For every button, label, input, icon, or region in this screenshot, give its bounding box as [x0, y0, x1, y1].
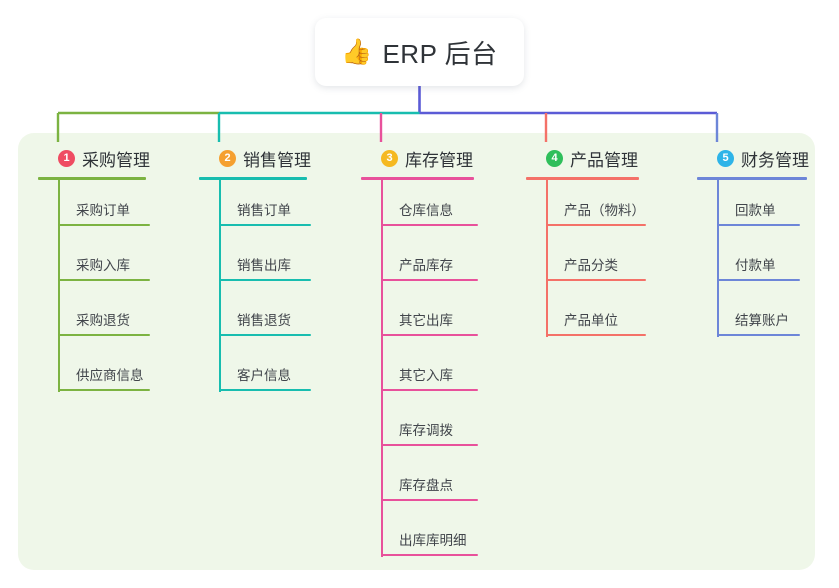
leaf-label: 付款单 [735, 258, 776, 273]
leaf-node[interactable]: 回款单 [717, 199, 800, 226]
leaf-label: 采购退货 [76, 313, 130, 328]
leaf-node[interactable]: 付款单 [717, 254, 800, 281]
leaf-label: 产品分类 [564, 258, 618, 273]
branch-spine [381, 180, 383, 557]
leaf-underline [381, 444, 478, 446]
branch-number-badge: 5 [717, 149, 734, 167]
leaf-underline [717, 334, 800, 336]
branch-underline [38, 177, 146, 180]
leaf-label: 库存盘点 [399, 478, 453, 493]
leaf-label: 其它入库 [399, 368, 453, 383]
branch-title: 销售管理 [243, 150, 311, 170]
leaf-underline [381, 499, 478, 501]
leaf-label: 库存调拨 [399, 423, 453, 438]
leaf-underline [546, 334, 646, 336]
branch-underline [526, 177, 639, 180]
leaf-underline [717, 279, 800, 281]
branch-spine [219, 180, 221, 392]
leaf-node[interactable]: 仓库信息 [381, 199, 478, 226]
branch-spine [717, 180, 719, 337]
leaf-node[interactable]: 产品（物料） [546, 199, 646, 226]
branch-title: 产品管理 [570, 150, 638, 170]
leaf-label: 结算账户 [735, 313, 789, 328]
leaf-node[interactable]: 产品库存 [381, 254, 478, 281]
leaf-node[interactable]: 产品单位 [546, 309, 646, 336]
leaf-underline [546, 224, 646, 226]
leaf-underline [219, 389, 311, 391]
leaf-node[interactable]: 出库库明细 [381, 529, 478, 556]
leaf-label: 销售退货 [237, 313, 291, 328]
branch-number-badge: 3 [381, 149, 398, 167]
leaf-label: 产品（物料） [564, 203, 645, 218]
branch-header[interactable]: 4 产品管理 [526, 145, 639, 171]
leaf-node[interactable]: 结算账户 [717, 309, 800, 336]
leaf-node[interactable]: 供应商信息 [58, 364, 150, 391]
leaf-label: 销售出库 [237, 258, 291, 273]
leaf-label: 客户信息 [237, 368, 291, 383]
root-node[interactable]: 👍 ERP 后台 [315, 18, 524, 86]
leaf-node[interactable]: 其它入库 [381, 364, 478, 391]
leaf-label: 产品单位 [564, 313, 618, 328]
leaf-label: 产品库存 [399, 258, 453, 273]
leaf-node[interactable]: 销售出库 [219, 254, 311, 281]
branch-underline [199, 177, 307, 180]
branch-column: 5 财务管理 [697, 145, 809, 180]
leaf-underline [58, 334, 150, 336]
branch-header[interactable]: 5 财务管理 [697, 145, 809, 171]
branch-column: 1 采购管理 [38, 145, 150, 180]
branch-title: 库存管理 [405, 150, 473, 170]
leaf-underline [717, 224, 800, 226]
branch-column: 4 产品管理 [526, 145, 639, 180]
leaf-underline [381, 389, 478, 391]
leaf-node[interactable]: 销售退货 [219, 309, 311, 336]
branch-number-badge: 1 [58, 149, 75, 167]
leaf-label: 仓库信息 [399, 203, 453, 218]
leaf-label: 采购订单 [76, 203, 130, 218]
leaf-node[interactable]: 客户信息 [219, 364, 311, 391]
leaf-node[interactable]: 采购订单 [58, 199, 150, 226]
leaf-underline [381, 224, 478, 226]
leaf-label: 其它出库 [399, 313, 453, 328]
branch-title: 采购管理 [82, 150, 150, 170]
root-title: ERP 后台 [382, 38, 498, 69]
leaf-underline [381, 554, 478, 556]
leaf-underline [381, 334, 478, 336]
leaf-node[interactable]: 库存盘点 [381, 474, 478, 501]
leaf-underline [546, 279, 646, 281]
leaf-underline [219, 224, 311, 226]
leaf-underline [219, 279, 311, 281]
leaf-label: 供应商信息 [76, 368, 144, 383]
branch-spine [58, 180, 60, 392]
leaf-label: 销售订单 [237, 203, 291, 218]
leaf-node[interactable]: 其它出库 [381, 309, 478, 336]
leaf-node[interactable]: 产品分类 [546, 254, 646, 281]
leaf-label: 采购入库 [76, 258, 130, 273]
branch-column: 2 销售管理 [199, 145, 311, 180]
diagram-panel [18, 133, 815, 570]
leaf-label: 回款单 [735, 203, 776, 218]
leaf-node[interactable]: 销售订单 [219, 199, 311, 226]
branch-title: 财务管理 [741, 150, 809, 170]
leaf-node[interactable]: 库存调拨 [381, 419, 478, 446]
leaf-underline [381, 279, 478, 281]
leaf-underline [58, 224, 150, 226]
leaf-underline [219, 334, 311, 336]
branch-header[interactable]: 2 销售管理 [199, 145, 311, 171]
branch-underline [361, 177, 474, 180]
leaf-underline [58, 389, 150, 391]
branch-spine [546, 180, 548, 337]
leaf-node[interactable]: 采购入库 [58, 254, 150, 281]
thumbs-up-icon: 👍 [341, 37, 373, 66]
branch-column: 3 库存管理 [361, 145, 474, 180]
branch-underline [697, 177, 807, 180]
branch-number-badge: 2 [219, 149, 236, 167]
leaf-underline [58, 279, 150, 281]
branch-number-badge: 4 [546, 149, 563, 167]
branch-header[interactable]: 1 采购管理 [38, 145, 150, 171]
leaf-label: 出库库明细 [399, 533, 467, 548]
leaf-node[interactable]: 采购退货 [58, 309, 150, 336]
branch-header[interactable]: 3 库存管理 [361, 145, 474, 171]
